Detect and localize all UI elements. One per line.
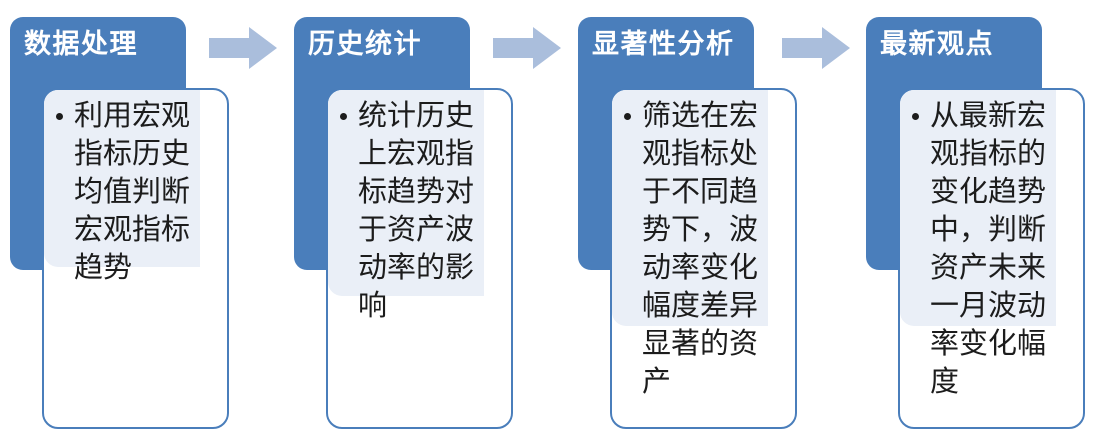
- stage-3-bullet-item: 筛选在宏观指标处于不同趋势下，波动率变化幅度差异显著的资产: [624, 97, 792, 401]
- stage-2-text-highlight: [328, 90, 484, 296]
- bullet-point-icon: [912, 113, 919, 120]
- stage-1-title: 数据处理: [24, 29, 138, 59]
- bullet-point-icon: [340, 113, 347, 120]
- stage-4-bullet-text: 从最新宏观指标的变化趋势中，判断资产未来一月波动率变化幅度: [930, 100, 1047, 398]
- bullet-point-icon: [56, 113, 63, 120]
- arrow-right-icon: [209, 27, 277, 69]
- stage-4[interactable]: 最新观点 从最新宏观指标的变化趋势中，判断资产未来一月波动率变化幅度: [866, 0, 1095, 441]
- stage-3-bullet-text: 筛选在宏观指标处于不同趋势下，波动率变化幅度差异显著的资产: [642, 100, 759, 398]
- stage-4-title: 最新观点: [880, 29, 994, 59]
- stage-2-title: 历史统计: [308, 29, 422, 59]
- stage-3-title: 显著性分析: [592, 29, 735, 59]
- stage-1[interactable]: 数据处理 利用宏观指标历史均值判断宏观指标趋势: [10, 0, 250, 441]
- arrow-3: [782, 27, 850, 69]
- stage-2-bullet-text: 统计历史上宏观指标趋势对于资产波动率的影响: [358, 100, 475, 322]
- arrow-right-icon: [493, 27, 561, 69]
- stage-1-text-highlight: [44, 90, 200, 267]
- stage-2-bullet-item: 统计历史上宏观指标趋势对于资产波动率的影响: [340, 97, 508, 325]
- stage-1-bullet-item: 利用宏观指标历史均值判断宏观指标趋势: [56, 97, 224, 287]
- arrow-right-icon: [782, 27, 850, 69]
- bullet-point-icon: [624, 113, 631, 120]
- arrow-2: [493, 27, 561, 69]
- arrow-1: [209, 27, 277, 69]
- stage-4-bullet-item: 从最新宏观指标的变化趋势中，判断资产未来一月波动率变化幅度: [912, 97, 1080, 401]
- stage-3-text-highlight: [612, 90, 768, 326]
- stage-3[interactable]: 显著性分析 筛选在宏观指标处于不同趋势下，波动率变化幅度差异显著的资产: [578, 0, 818, 441]
- stage-2[interactable]: 历史统计 统计历史上宏观指标趋势对于资产波动率的影响: [294, 0, 534, 441]
- stage-1-bullet-text: 利用宏观指标历史均值判断宏观指标趋势: [74, 100, 191, 284]
- stage-4-text-highlight: [900, 90, 1056, 326]
